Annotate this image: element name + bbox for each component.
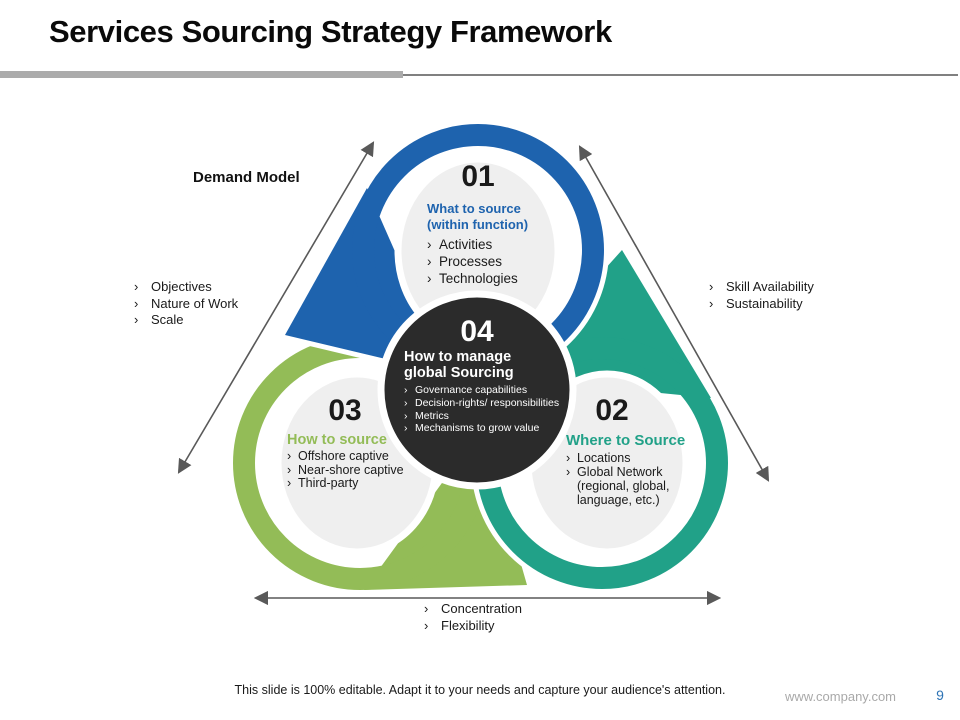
circle-02-block: Where to Source › Locations › Global Netwo… [566, 432, 696, 507]
circle-01-number: 01 [461, 160, 495, 193]
circle-03-block: How to source › Offshore captive › Near-sh… [287, 432, 422, 491]
list-item-text: Offshore captive [298, 449, 389, 463]
list-item: › Decision-rights/ responsibilities [404, 397, 574, 410]
bullet-marker: › [424, 617, 429, 633]
list-item-text: Governance capabilities [415, 384, 528, 396]
circle-02-number: 02 [595, 394, 629, 427]
list-item: › Sustainability [709, 296, 859, 313]
list-item-text: Nature of Work [151, 295, 239, 311]
list-item-text: Third-party [298, 476, 359, 490]
list-item-text: Locations [577, 451, 631, 465]
list-item-text: Global Network (regional, global, langua… [577, 465, 670, 507]
circle-04-block: How to manage global Sourcing › Governanc… [404, 349, 574, 435]
circle-03-number: 03 [328, 394, 362, 427]
list-item: › Activities [427, 236, 567, 253]
bullet-marker: › [427, 254, 432, 269]
list-item: › Metrics [404, 410, 574, 423]
list-item-text: Scale [151, 312, 184, 327]
bullet-marker: › [709, 295, 714, 311]
footer-note: This slide is 100% editable. Adapt it to… [234, 683, 726, 697]
circle-04-title: How to manage global Sourcing [404, 349, 514, 381]
bullet-marker: › [134, 295, 139, 311]
bullet-marker: › [404, 384, 408, 396]
title-divider-bar [0, 71, 403, 78]
bullet-marker: › [709, 279, 714, 294]
list-item: › Global Network (regional, global, langu… [566, 465, 696, 507]
bottom-axis-list: › Concentration › Flexibility [424, 601, 574, 634]
list-item-text: Skill Availability [726, 279, 814, 294]
circle-02-title: Where to Source [566, 432, 686, 449]
list-item-text: Processes [439, 254, 503, 269]
left-edge-arrow [177, 141, 375, 474]
list-item: › Scale [134, 312, 274, 329]
list-item-text: Flexibility [441, 617, 495, 633]
bullet-marker: › [404, 422, 408, 435]
list-item-text: Objectives [151, 279, 212, 294]
list-item: › Mechanisms to grow value [404, 422, 574, 435]
list-item: › Governance capabilities [404, 384, 574, 397]
list-item: › Technologies [427, 270, 567, 287]
bullet-marker: › [427, 237, 432, 252]
page-title: Services Sourcing Strategy Framework [49, 14, 612, 49]
center-circle-04 [377, 290, 577, 490]
bullet-marker: › [134, 312, 139, 327]
bullet-marker: › [566, 465, 571, 479]
demand-model-label: Demand Model [193, 169, 300, 186]
list-item: › Offshore captive [287, 449, 422, 464]
list-item-text: Metrics [415, 409, 449, 422]
bullet-marker: › [566, 451, 571, 465]
list-item-text: Mechanisms to grow value [415, 422, 540, 435]
list-item: › Third-party [287, 476, 422, 491]
list-item-text: Near-shore captive [298, 462, 404, 477]
bullet-marker: › [424, 601, 429, 616]
list-item-text: Decision-rights/ responsibilities [415, 396, 560, 409]
bullet-marker: › [404, 409, 408, 422]
demand-model-list: › Objectives › Nature of Work › Scale [134, 279, 274, 329]
supply-side-list: › Skill Availability › Sustainability [709, 279, 859, 312]
list-item: › Flexibility [424, 618, 574, 635]
bullet-marker: › [287, 462, 292, 477]
website-link: www.company.com [785, 689, 897, 704]
circle-01-block: What to source (within function) › Activi… [427, 201, 567, 287]
bullet-marker: › [427, 271, 432, 286]
list-item-text: Concentration [441, 601, 522, 616]
list-item: › Nature of Work [134, 296, 274, 313]
circle-04-number: 04 [460, 315, 494, 348]
bullet-marker: › [287, 476, 292, 490]
list-item: › Concentration [424, 601, 574, 618]
list-item: › Near-shore captive [287, 462, 422, 478]
list-item: › Locations [566, 451, 696, 465]
list-item: › Skill Availability [709, 279, 859, 296]
list-item-text: Sustainability [726, 295, 803, 311]
bullet-marker: › [287, 449, 292, 463]
list-item: › Objectives [134, 279, 274, 296]
bullet-marker: › [134, 279, 139, 294]
list-item-text: Activities [439, 237, 493, 252]
circle-01-title: What to source (within function) [427, 201, 529, 232]
list-item: › Processes [427, 253, 567, 270]
page-number: 9 [936, 687, 944, 703]
right-edge-arrow [578, 145, 770, 482]
bullet-marker: › [404, 396, 408, 409]
list-item-text: Technologies [439, 271, 518, 286]
title-divider-line [403, 74, 958, 76]
circle-03-title: How to source [287, 432, 387, 448]
